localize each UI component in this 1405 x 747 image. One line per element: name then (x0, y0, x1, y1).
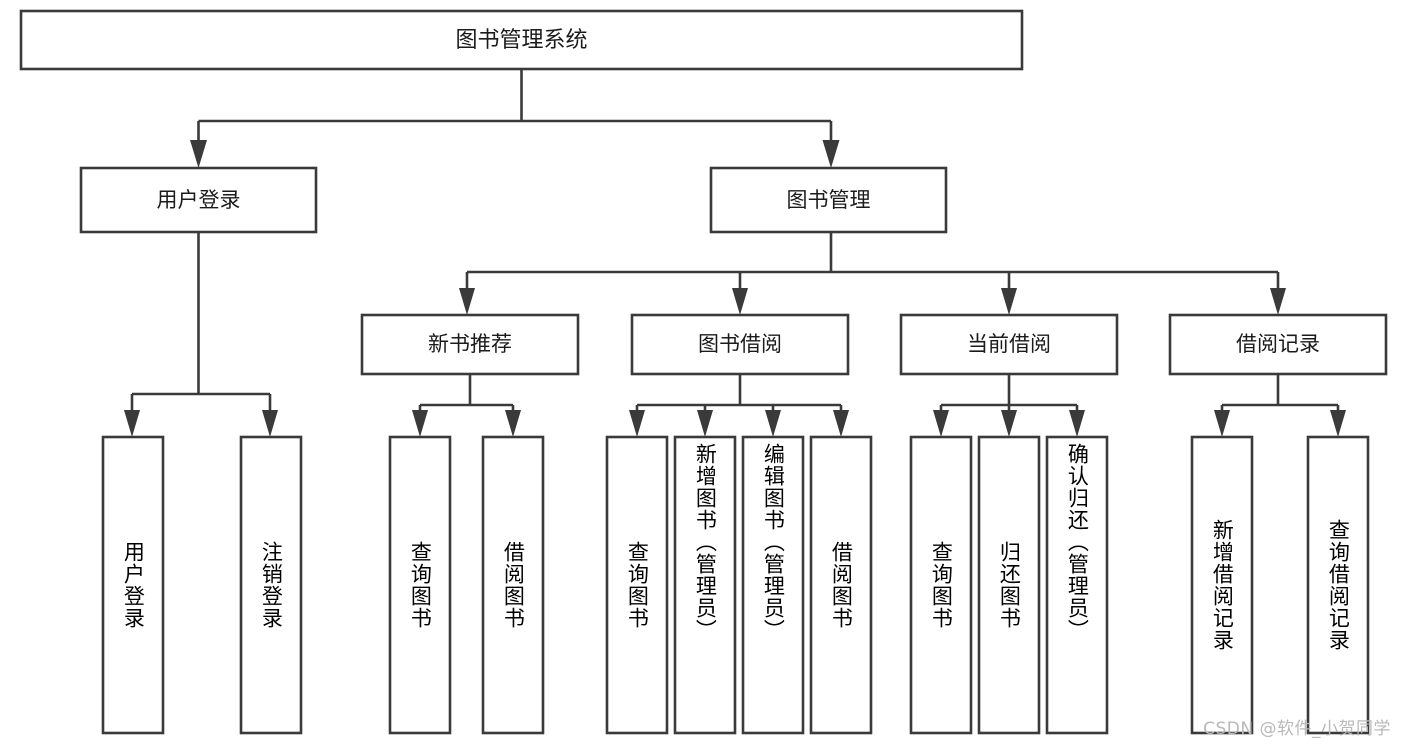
node-user-login-box[interactable] (79, 166, 318, 234)
leaf-borrow-book-1-box[interactable] (481, 435, 545, 735)
arrow-head-leaf-query-record (1330, 410, 1346, 437)
leaf-query-book-1[interactable]: 查询图书 (388, 435, 452, 735)
node-borrow-record[interactable]: 借阅记录 (1168, 313, 1388, 376)
leaf-query-record[interactable]: 查询借阅记录 (1306, 435, 1370, 735)
node-book-borrow[interactable]: 图书借阅 (630, 313, 850, 376)
leaf-query-record-box[interactable] (1306, 435, 1370, 735)
arrow-head-leaf-add-book (697, 410, 713, 437)
arrow-head-userlogin (190, 140, 207, 168)
leaf-confirm-return[interactable]: 确认归还（管理员） (1045, 435, 1109, 735)
node-root[interactable]: 图书管理系统 (19, 9, 1024, 71)
leaf-borrow-book-1[interactable]: 借阅图书 (481, 435, 545, 735)
node-book-borrow-label: 图书借阅 (698, 332, 782, 356)
node-user-login[interactable]: 用户登录 (79, 166, 318, 234)
leaf-query-book-3-box[interactable] (909, 435, 973, 735)
arrow-head-leaf-edit-book (765, 410, 781, 437)
arrow-head-book-borrow (732, 288, 748, 315)
arrow-head-bookmgmt (822, 140, 840, 168)
leaf-query-book-3-label: 查询图书 (929, 541, 954, 629)
node-root-label: 图书管理系统 (455, 28, 587, 53)
leaf-borrow-book-2[interactable]: 借阅图书 (809, 435, 873, 735)
leaf-borrow-book-2-label: 借阅图书 (829, 541, 854, 629)
node-current-borrow-label: 当前借阅 (967, 332, 1051, 356)
leaf-confirm-return-label: 确认归还（管理员） (1065, 443, 1090, 641)
leaf-user-login-label: 用户登录 (121, 541, 146, 629)
arrow-head-leaf-borrow-book-2 (833, 410, 849, 437)
leaf-query-book-1-label: 查询图书 (408, 541, 433, 629)
leaf-add-record[interactable]: 新增借阅记录 (1190, 435, 1254, 735)
node-book-management-label: 图书管理 (787, 188, 871, 212)
arrow-head-leaf-borrow-book-1 (505, 410, 521, 437)
leaf-edit-book[interactable]: 编辑图书（管理员） (741, 435, 805, 735)
node-book-management[interactable]: 图书管理 (709, 166, 948, 234)
leaf-logout-box[interactable] (239, 435, 303, 735)
leaf-logout-label: 注销登录 (259, 541, 284, 629)
arrow-head-new-book-recommend (459, 288, 475, 315)
leaf-borrow-book-2-box[interactable] (809, 435, 873, 735)
node-root-box[interactable] (19, 9, 1024, 71)
leaf-return-book-label: 归还图书 (997, 541, 1022, 629)
leaf-add-record-label: 新增借阅记录 (1210, 519, 1235, 651)
node-user-login-label: 用户登录 (157, 188, 241, 212)
arrow-head-leaf-add-record (1214, 410, 1230, 437)
arrow-head-leaf-logout (262, 410, 278, 437)
leaf-logout[interactable]: 注销登录 (239, 435, 303, 735)
node-book-management-box[interactable] (709, 166, 948, 234)
leaf-query-book-2[interactable]: 查询图书 (605, 435, 669, 735)
leaf-add-book[interactable]: 新增图书（管理员） (673, 435, 737, 735)
node-current-borrow-box[interactable] (899, 313, 1119, 376)
arrow-head-leaf-query-book-3 (933, 410, 949, 437)
node-new-book-recommend[interactable]: 新书推荐 (360, 313, 580, 376)
leaf-edit-book-label: 编辑图书（管理员） (761, 443, 786, 641)
leaf-query-record-label: 查询借阅记录 (1326, 519, 1351, 651)
leaf-query-book-3[interactable]: 查询图书 (909, 435, 973, 735)
arrow-head-leaf-return-book (1001, 410, 1017, 437)
leaf-query-book-1-box[interactable] (388, 435, 452, 735)
leaf-confirm-return-box[interactable] (1045, 435, 1109, 735)
leaf-add-book-label: 新增图书（管理员） (693, 443, 718, 641)
node-borrow-record-box[interactable] (1168, 313, 1388, 376)
leaf-add-record-box[interactable] (1190, 435, 1254, 735)
leaf-borrow-book-1-label: 借阅图书 (501, 541, 526, 629)
node-book-borrow-box[interactable] (630, 313, 850, 376)
node-new-book-recommend-label: 新书推荐 (428, 332, 512, 356)
arrow-head-leaf-query-book-1 (412, 410, 428, 437)
leaf-query-book-2-box[interactable] (605, 435, 669, 735)
arrow-head-current-borrow (1001, 288, 1017, 315)
arrow-head-leaf-user-login (124, 410, 140, 437)
node-borrow-record-label: 借阅记录 (1236, 332, 1320, 356)
arrow-head-borrow-record (1270, 288, 1286, 315)
leaf-edit-book-box[interactable] (741, 435, 805, 735)
connectors-layer (124, 69, 1346, 437)
leaf-add-book-box[interactable] (673, 435, 737, 735)
node-new-book-recommend-box[interactable] (360, 313, 580, 376)
leaf-query-book-2-label: 查询图书 (625, 541, 650, 629)
leaf-user-login[interactable]: 用户登录 (101, 435, 165, 735)
arrow-head-leaf-query-book-2 (629, 410, 645, 437)
arrow-head-leaf-confirm-return (1069, 410, 1085, 437)
node-current-borrow[interactable]: 当前借阅 (899, 313, 1119, 376)
leaf-return-book-box[interactable] (977, 435, 1041, 735)
leaf-user-login-box[interactable] (101, 435, 165, 735)
leaf-return-book[interactable]: 归还图书 (977, 435, 1041, 735)
